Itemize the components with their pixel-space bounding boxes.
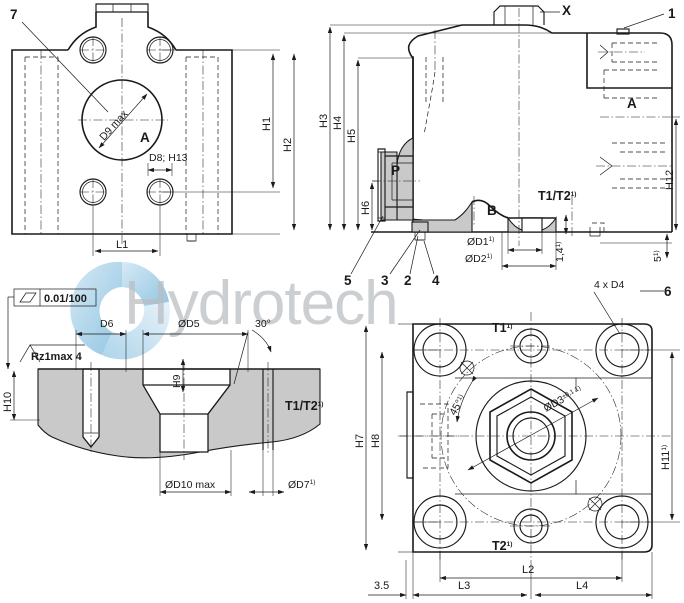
gdt-value: 0.01/100 <box>44 293 87 305</box>
label-port-t1t2-section: T1/T21) <box>285 399 323 413</box>
view-section-detail: 0.01/100 Rz1max 4 H10 D6 ØD5 <box>2 288 323 496</box>
callout-3: 3 <box>381 273 389 288</box>
dim-h9: H9 <box>171 374 183 388</box>
callout-5: 5 <box>344 273 352 288</box>
dim-3-5: 3.5 <box>374 580 389 592</box>
dim-od2: ØD21) <box>465 253 492 265</box>
dim-h10: H10 <box>2 392 14 412</box>
dim-4xd4: 4 x D4 <box>594 279 625 291</box>
dim-h8: H8 <box>370 434 382 448</box>
dim-h1: H1 <box>261 117 273 131</box>
hydrotech-swirl-logo <box>70 261 170 360</box>
label-port-t1: T11) <box>492 321 512 335</box>
dim-l1: L1 <box>116 239 128 251</box>
bolt-circle-cross-marks <box>459 360 603 512</box>
dim-h7: H7 <box>354 434 366 448</box>
dim-d6: D6 <box>100 318 114 330</box>
dim-30deg: 30° <box>255 318 271 330</box>
callout-6: 6 <box>664 284 672 299</box>
dim-h6: H6 <box>360 201 372 215</box>
label-d9-max: D9 max <box>97 108 131 143</box>
dim-l3: L3 <box>458 580 470 592</box>
label-d8-h13: D8; H13 <box>149 152 188 164</box>
dim-h2: H2 <box>282 138 294 152</box>
label-port-a-front: A <box>140 130 150 145</box>
label-port-a-side: A <box>627 96 637 111</box>
dim-h11: H111) <box>660 445 672 470</box>
watermark-text: Hydrotech <box>124 269 399 338</box>
dim-h5: H5 <box>346 129 358 143</box>
dim-od7: ØD71) <box>288 479 315 491</box>
dim-od5: ØD5 <box>178 318 200 330</box>
label-detail-x: X <box>562 3 571 18</box>
dim-l4: L4 <box>576 580 588 592</box>
label-port-p: P <box>391 163 400 178</box>
dim-5: 51) <box>652 250 664 262</box>
dim-h4: H4 <box>332 116 344 130</box>
surface-finish-symbol: Rz1max 4 <box>19 344 85 363</box>
dim-1-4: 1,41) <box>554 242 566 262</box>
view-side-right: A X P B T1/T21) 1 <box>318 3 680 288</box>
callout-2: 2 <box>404 273 412 288</box>
label-port-b: B <box>487 203 497 218</box>
dim-od10-max: ØD10 max <box>165 479 216 491</box>
dim-od1: ØD11) <box>467 236 494 248</box>
gdt-frame: 0.01/100 <box>5 288 97 370</box>
dim-h3: H3 <box>318 114 330 128</box>
dim-45deg: 45°1) <box>447 393 468 418</box>
view-front-left: D9 max A D8; H13 H1 H2 L1 7 <box>10 3 297 256</box>
callout-4: 4 <box>432 273 440 288</box>
view-bottom-plan: 45°1) ØD3±0,1 1) T11) T21) 4 x D4 6 <box>354 279 680 599</box>
dim-h12: H12 <box>664 170 676 190</box>
callout-1: 1 <box>668 6 676 21</box>
label-port-t2: T21) <box>492 539 512 553</box>
callout-7: 7 <box>10 7 18 22</box>
dim-l2: L2 <box>522 564 534 576</box>
label-port-t1t2-side: T1/T21) <box>538 189 576 203</box>
rz-label: Rz1max 4 <box>31 351 83 363</box>
